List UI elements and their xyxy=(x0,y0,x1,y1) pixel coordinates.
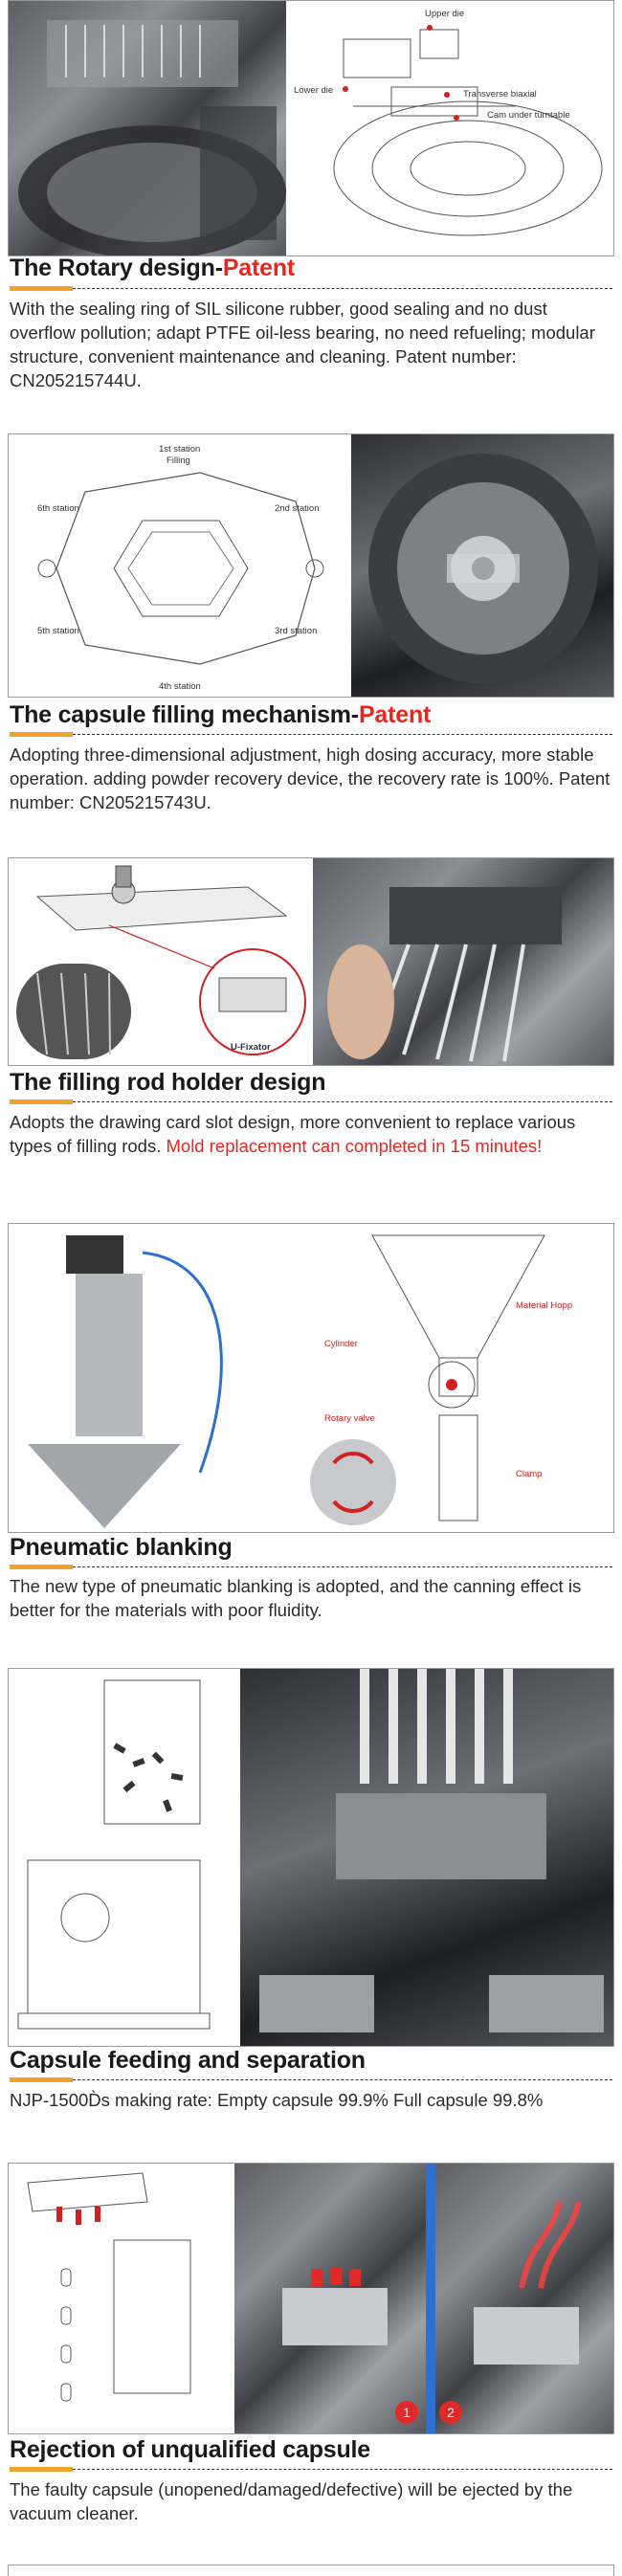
section-rule xyxy=(10,286,612,292)
filling-mechanism-title: The capsule filling mechanism-Patent xyxy=(10,701,432,728)
rotary-design-image-frame: Upper die Lower die Transverse biaxial C… xyxy=(8,0,614,256)
rotary-design-title: The Rotary design-Patent xyxy=(10,255,296,281)
section-rule xyxy=(10,1099,612,1105)
label-lower-die: Lower die xyxy=(294,85,334,96)
section-rule xyxy=(10,2077,612,2083)
filling-mechanism-description: Adopting three-dimensional adjustment, h… xyxy=(10,744,611,812)
label-3rd-station: 3rd station xyxy=(275,626,318,636)
label-5th-station: 5th station xyxy=(37,626,79,636)
capsule-feeding-title: Capsule feeding and separation xyxy=(10,2047,366,2074)
label-transverse-biaxial: Transverse biaxial xyxy=(463,89,537,100)
label-4th-station: 4th station xyxy=(159,681,201,692)
rod-holder-diagram: U-Fixator xyxy=(9,858,313,1065)
pneumatic-blanking-title: Pneumatic blanking xyxy=(10,1534,233,1561)
rotary-design-description: With the sealing ring of SIL silicone ru… xyxy=(10,299,595,390)
rod-holder-photo xyxy=(313,858,613,1065)
rejection-image-frame: 1 2 xyxy=(8,2163,614,2434)
pneumatic-blanking-description: The new type of pneumatic blanking is ad… xyxy=(10,1576,582,1620)
label-material-hopp: Material Hopp xyxy=(516,1300,573,1311)
patent-accent: Patent xyxy=(222,255,296,281)
rotary-machine-photo xyxy=(9,1,286,255)
filling-mechanism-photo xyxy=(351,434,613,697)
rod-holder-description: Adopts the drawing card slot design, mor… xyxy=(10,1112,576,1156)
capsule-feeding-description: NJP-1500D̀s making rate: Empty capsule 9… xyxy=(10,2090,544,2110)
rejection-description: The faulty capsule (unopened/damaged/def… xyxy=(10,2479,573,2523)
patent-accent: Patent xyxy=(358,701,432,728)
rod-holder-image-frame: U-Fixator xyxy=(8,857,614,1066)
pneumatic-blanking-image-frame: Material Hopp Cylinder Rotary valve Clam… xyxy=(8,1223,614,1533)
capsule-feeding-diagram xyxy=(9,1669,240,2046)
rejection-title: Rejection of unqualified capsule xyxy=(10,2436,370,2463)
rod-holder-title: The filling rod holder design xyxy=(10,1069,326,1096)
label-filling: Filling xyxy=(167,455,190,466)
badge-1: 1 xyxy=(403,2405,411,2420)
section-rule xyxy=(10,732,612,738)
pneumatic-blanking-diagram: Material Hopp Cylinder Rotary valve Clam… xyxy=(286,1224,613,1532)
label-cylinder: Cylinder xyxy=(324,1339,358,1349)
mold-replacement-highlight: Mold replacement can completed in 15 min… xyxy=(166,1136,543,1156)
section-rule xyxy=(10,2467,612,2473)
rejection-photo-2: 2 xyxy=(435,2164,613,2433)
rotary-diagram: Upper die Lower die Transverse biaxial C… xyxy=(286,1,613,255)
pneumatic-blanking-photo xyxy=(9,1224,286,1532)
label-1st-station: 1st station xyxy=(159,444,201,455)
section-rule xyxy=(10,1565,612,1570)
label-clamp: Clamp xyxy=(516,1469,543,1479)
rejection-photo-1: 1 xyxy=(234,2164,426,2433)
label-cam-under-turntable: Cam under turntable xyxy=(487,110,570,121)
label-2nd-station: 2nd station xyxy=(275,503,320,514)
rejection-separator xyxy=(426,2164,435,2433)
label-rotary-valve: Rotary valve xyxy=(324,1413,375,1424)
next-section-image-partial xyxy=(8,2565,614,2576)
station-diagram: 1st station Filling 2nd station 3rd stat… xyxy=(9,434,351,697)
rejection-diagram xyxy=(9,2164,234,2433)
badge-2: 2 xyxy=(447,2405,455,2420)
filling-mechanism-image-frame: 1st station Filling 2nd station 3rd stat… xyxy=(8,433,614,698)
label-upper-die: Upper die xyxy=(425,9,465,19)
label-6th-station: 6th station xyxy=(37,503,79,514)
label-u-fixator: U-Fixator xyxy=(231,1042,271,1053)
capsule-feeding-image-frame xyxy=(8,1668,614,2047)
capsule-feeding-photo xyxy=(240,1669,613,2046)
